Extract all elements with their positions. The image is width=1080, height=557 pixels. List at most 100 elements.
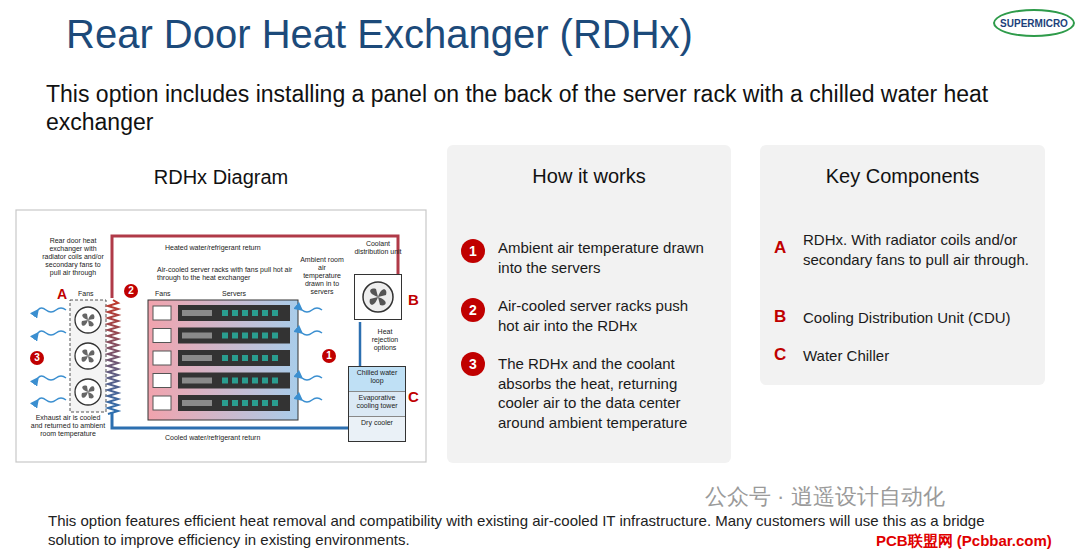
server-display [182, 378, 212, 384]
cdu-label: Coolant distribution unit [350, 240, 406, 256]
component-letter: B [774, 307, 794, 327]
callout-letter: B [408, 291, 422, 308]
step-text: Air-cooled server racks push hot air int… [498, 296, 713, 335]
server-led [272, 355, 278, 361]
component-text: Water Chiller [803, 346, 1035, 366]
exhaust-arrow [38, 308, 66, 312]
server-led [272, 333, 278, 339]
server-led [252, 333, 258, 339]
subtitle: This option includes installing a panel … [46, 80, 1006, 136]
callout-letter: C [408, 388, 422, 405]
server-led [242, 400, 248, 406]
chiller-box: Chilled water loopEvaporative cooling to… [348, 366, 406, 442]
server-units [153, 305, 290, 411]
server-led [222, 400, 228, 406]
fan [75, 343, 101, 369]
radiator-coil [108, 300, 118, 414]
server-led [232, 333, 238, 339]
component-letter: A [774, 238, 794, 258]
server-led [262, 400, 268, 406]
server-led [232, 310, 238, 316]
server-display [182, 355, 212, 361]
cdu-frame [354, 274, 402, 320]
callout-number: 2 [461, 298, 485, 322]
component-letter: C [774, 345, 794, 365]
server-fan [153, 329, 171, 343]
server-led [232, 400, 238, 406]
callout-number: 2 [124, 284, 138, 298]
server-led [232, 355, 238, 361]
watermark: PCB联盟网 (Pcbbar.com) [876, 532, 1076, 551]
cdu-box: Coolant distribution unit [350, 240, 406, 322]
server-fan [153, 306, 171, 320]
server-fan [153, 351, 171, 365]
server-fan [153, 396, 171, 410]
server-led [252, 378, 258, 384]
fan-blades [82, 350, 95, 363]
server-led [242, 355, 248, 361]
server-unit [178, 395, 290, 411]
fan [75, 307, 101, 333]
pipe-connector [359, 322, 362, 366]
server-unit [178, 305, 290, 321]
chiller-option: Chilled water loop [349, 367, 405, 391]
column-label: Fans [155, 290, 185, 298]
column-label: Servers [222, 290, 262, 298]
pipe-label: Heated water/refrigerant return [165, 244, 325, 252]
server-unit [178, 328, 290, 344]
exhaust-arrow [38, 376, 66, 380]
server-led [252, 400, 258, 406]
intake-arrow [302, 376, 322, 380]
pipe-label: Cooled water/refrigerant return [165, 434, 325, 442]
step-text: The RDHx and the coolant absorbs the hea… [498, 354, 718, 432]
server-led [222, 310, 228, 316]
cdu-fan [363, 282, 393, 312]
server-rack [148, 300, 298, 420]
intake-arrow [302, 331, 322, 335]
heated-return-pipe [112, 236, 398, 298]
server-display [182, 310, 212, 316]
server-led [272, 310, 278, 316]
footer-note: This option features efficient heat remo… [48, 512, 988, 550]
server-led [272, 400, 278, 406]
exhaust-arrow [38, 331, 66, 335]
callout-number: 3 [461, 352, 485, 376]
server-led [252, 355, 258, 361]
server-unit [178, 350, 290, 366]
airflow-arrows [38, 308, 322, 402]
server-led [242, 333, 248, 339]
diagram-note: Rear door heat exchanger with radiator c… [40, 237, 106, 277]
server-led [232, 378, 238, 384]
server-led [222, 355, 228, 361]
exhaust-arrow [38, 398, 66, 402]
server-fan [153, 374, 171, 388]
fan [75, 379, 101, 405]
server-led [262, 378, 268, 384]
diagram-note: Air-cooled server racks with fans pull h… [157, 266, 295, 282]
watermark: 公众号 · 逍遥设计自动化 [705, 482, 1045, 512]
panel-heading: RDHx Diagram [15, 166, 427, 189]
door-fans [75, 307, 101, 405]
panel-heading: How it works [447, 165, 731, 188]
diagram-note: Ambient room air temperature drawn in to… [300, 256, 344, 296]
server-unit [178, 373, 290, 389]
callout-number: 3 [30, 351, 44, 365]
server-led [262, 333, 268, 339]
server-led [272, 378, 278, 384]
server-display [182, 333, 212, 339]
diagram-frame [16, 210, 426, 462]
fan-blades [82, 386, 95, 399]
chiller-option: Dry cooler [349, 416, 405, 441]
intake-arrow [302, 308, 322, 312]
fan-blades [82, 314, 95, 327]
callout-number: 1 [322, 349, 336, 363]
server-led [262, 310, 268, 316]
server-display [182, 400, 212, 406]
slide-title: Rear Door Heat Exchanger (RDHx) [66, 12, 693, 57]
intake-arrow [302, 398, 322, 402]
diagram-note: Exhaust air is cooled and returned to am… [30, 414, 106, 438]
server-led [222, 378, 228, 384]
component-text: RDHx. With radiator coils and/or seconda… [803, 230, 1035, 269]
component-text: Cooling Distribution Unit (CDU) [803, 308, 1035, 328]
column-label: Fans [78, 290, 108, 298]
